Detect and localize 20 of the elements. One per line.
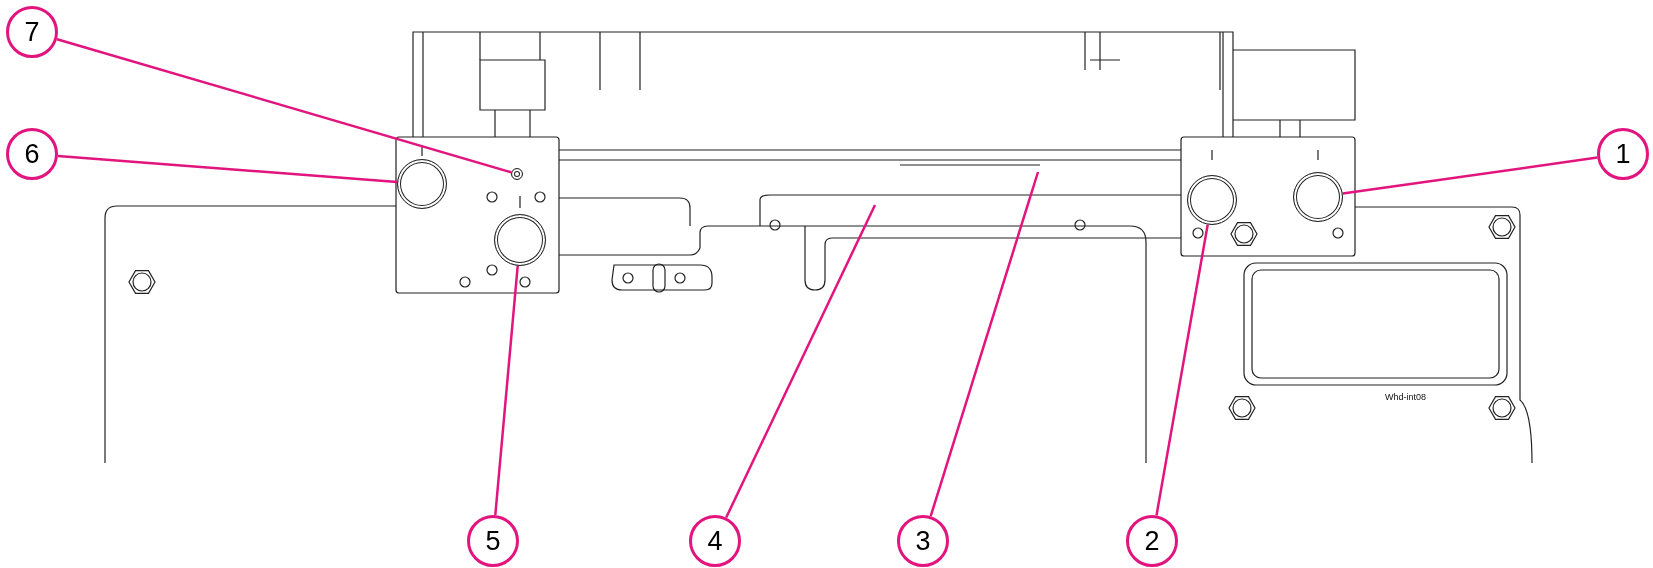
drawing-number: Whd-int08 <box>1385 392 1427 402</box>
knob-part-circle <box>494 214 546 266</box>
screw-part-circle <box>511 168 523 180</box>
leader-line <box>1342 156 1598 195</box>
leader-line <box>725 204 877 519</box>
knob-part-circle <box>1293 172 1343 222</box>
callout-number: 4 <box>689 515 741 567</box>
knob-part-circle <box>397 159 447 209</box>
leader-line <box>929 171 1040 517</box>
callout-number: 2 <box>1126 515 1178 567</box>
leader-line <box>56 38 512 174</box>
leader-line <box>57 154 398 184</box>
callout-number: 1 <box>1597 128 1649 180</box>
callout-number: 3 <box>897 515 949 567</box>
leader-line <box>494 265 519 516</box>
callout-number: 7 <box>6 6 58 58</box>
knob-part-circle <box>1187 175 1237 225</box>
leader-line <box>1155 224 1209 516</box>
callout-number: 6 <box>6 128 58 180</box>
callout-number: 5 <box>467 515 519 567</box>
